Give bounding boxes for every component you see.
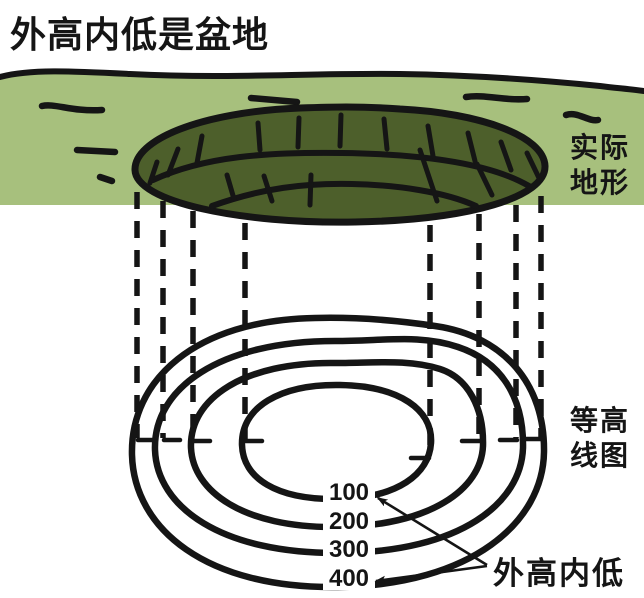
basin-3d-view	[131, 103, 549, 226]
contour-value-200: 200	[329, 508, 369, 535]
figure-title: 外高内低是盆地	[10, 14, 269, 55]
annotation-label: 外高内低	[493, 556, 625, 591]
annotation-arrows	[374, 496, 488, 584]
basin-hachure-marks	[147, 112, 542, 208]
contour-map-label: 等高 线图	[570, 404, 630, 471]
arrow-to-outer-contour	[374, 564, 488, 584]
terrain-label-line1: 实际	[570, 131, 630, 163]
contour-map-label-line1: 等高	[570, 404, 630, 436]
contour-200	[187, 358, 487, 531]
contour-map-label-line2: 线图	[570, 440, 630, 471]
projection-dashed-lines	[134, 192, 544, 456]
contour-value-300: 300	[329, 536, 369, 563]
contour-label-patches	[323, 480, 375, 590]
contour-map	[128, 314, 548, 591]
contour-300	[151, 335, 527, 557]
contour-value-100: 100	[329, 479, 369, 506]
projection-tick-marks	[135, 436, 545, 461]
contour-400	[128, 314, 548, 591]
terrain-label-line2: 地形	[570, 167, 630, 198]
contour-value-labels: 100 200 300 400	[329, 479, 369, 592]
grass-marks	[38, 93, 602, 185]
basin-inner-terraces	[150, 149, 532, 209]
contour-value-400: 400	[329, 565, 369, 592]
ground-surface-line	[0, 68, 644, 94]
arrow-to-inner-contour	[376, 496, 488, 567]
terrain-label: 实际 地形	[570, 131, 630, 198]
contour-100	[238, 381, 435, 503]
